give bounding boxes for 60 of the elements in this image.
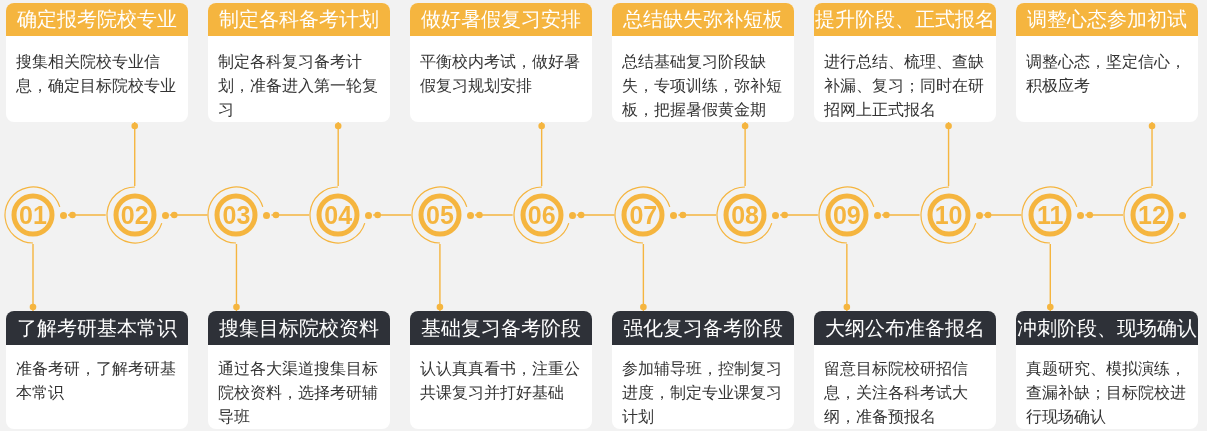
card-header: 调整心态参加初试 (1016, 3, 1198, 36)
step-card (208, 3, 390, 122)
card-text: 真题研究、模拟演练，查漏补缺；目标院校进行现场确认 (1025, 358, 1187, 428)
step-number: 05 (426, 202, 454, 228)
card-header: 基础复习备考阶段 (410, 311, 592, 345)
step-circle (614, 186, 679, 244)
card-header: 冲刺阶段、现场确认 (1016, 311, 1198, 345)
step-card (612, 3, 794, 122)
step-circle (919, 186, 984, 244)
card-text: 搜集相关院校专业信息，确定目标院校专业 (15, 51, 177, 97)
step-card (814, 311, 996, 429)
step-circle (817, 186, 882, 244)
step-card (410, 3, 592, 122)
step-card (410, 311, 592, 429)
step-card (6, 3, 188, 122)
step-card (1016, 311, 1198, 429)
step-card (814, 3, 996, 122)
card-text: 参加辅导班，控制复习进度，制定专业课复习计划 (621, 358, 783, 428)
card-header: 确定报考院校专业 (6, 3, 188, 36)
step-number: 11 (1037, 202, 1064, 228)
step-number: 10 (934, 202, 963, 228)
step-number: 08 (731, 202, 759, 228)
step-card (6, 311, 188, 429)
step-number: 03 (222, 202, 251, 228)
step-circle (1021, 186, 1086, 244)
card-header: 制定各科备考计划 (208, 3, 390, 36)
card-header: 提升阶段、正式报名 (814, 3, 996, 36)
step-number: 01 (19, 202, 47, 228)
step-circle (4, 186, 68, 244)
step-circle (512, 186, 577, 244)
step-card (208, 311, 390, 429)
step-circle (309, 186, 374, 244)
step-number: 02 (120, 202, 149, 228)
step-circle (410, 186, 475, 244)
card-header: 大纲公布准备报名 (814, 311, 996, 345)
card-header: 搜集目标院校资料 (208, 311, 390, 345)
step-circle (105, 186, 170, 244)
step-number: 04 (324, 202, 353, 228)
step-circle (716, 186, 781, 244)
card-header: 总结缺失弥补短板 (612, 3, 794, 36)
card-text: 准备考研，了解考研基本常识 (15, 358, 177, 404)
step-card (612, 311, 794, 429)
card-text: 进行总结、梳理、查缺补漏、复习；同时在研招网上正式报名 (823, 51, 985, 121)
card-header: 强化复习备考阶段 (612, 311, 794, 345)
card-header: 做好暑假复习安排 (410, 3, 592, 36)
step-card (1016, 3, 1198, 122)
card-text: 认认真真看书，注重公共课复习并打好基础 (419, 358, 581, 404)
card-text: 制定各科复习备考计划，准备进入第一轮复习 (217, 51, 379, 121)
step-number: 09 (832, 202, 861, 228)
card-text: 总结基础复习阶段缺失，专项训练，弥补短板，把握暑假黄金期 (621, 51, 783, 121)
step-circle (207, 186, 272, 244)
step-number: 07 (629, 202, 658, 228)
step-number: 12 (1138, 202, 1166, 228)
step-circle (1123, 186, 1187, 244)
step-number: 06 (527, 202, 556, 228)
card-header: 了解考研基本常识 (6, 311, 188, 345)
card-text: 留意目标院校研招信息，关注各科考试大纲，准备预报名 (823, 358, 969, 428)
card-text: 通过各大渠道搜集目标院校资料，选择考研辅导班 (217, 358, 379, 428)
card-text: 调整心态，坚定信心，积极应考 (1025, 51, 1187, 97)
card-text: 平衡校内考试，做好暑假复习规划安排 (419, 51, 581, 97)
